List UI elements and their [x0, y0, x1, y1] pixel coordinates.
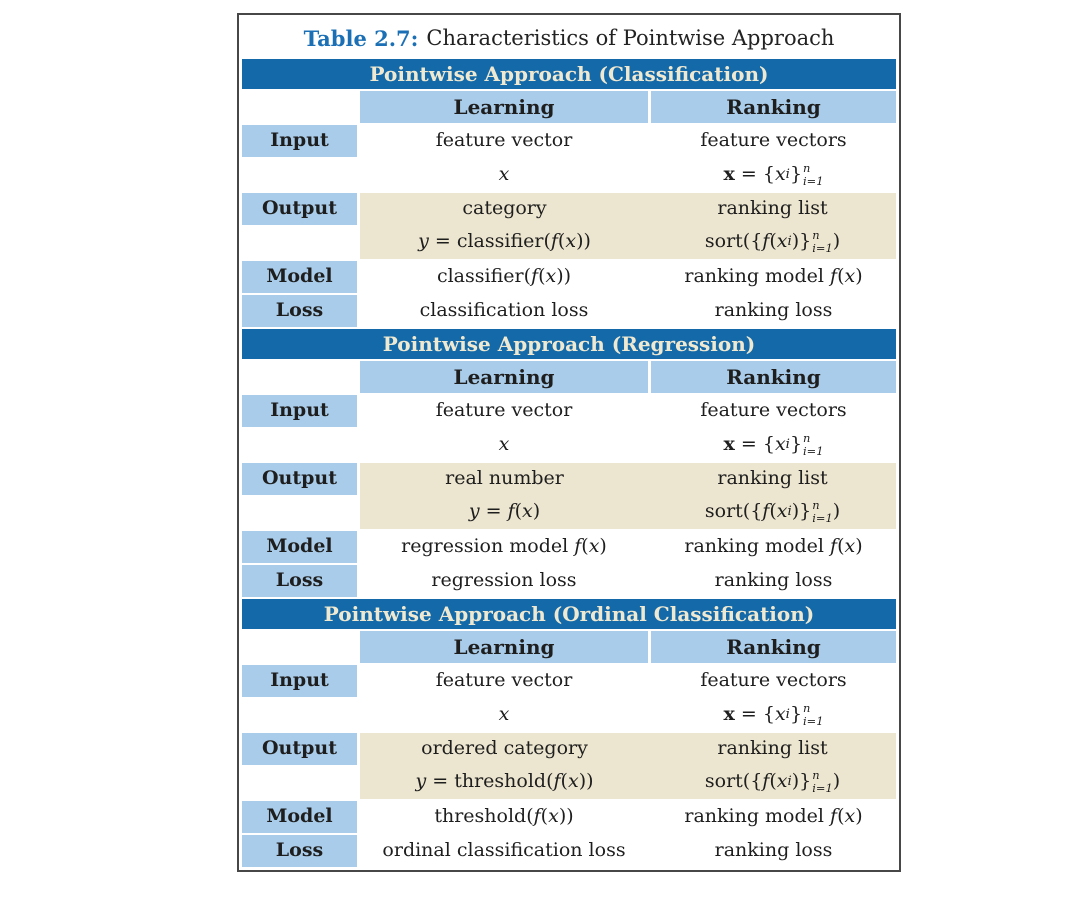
spacer-cell: [242, 767, 357, 799]
table-caption-number: Table 2.7:: [303, 25, 419, 51]
row-label-model: Model: [242, 801, 357, 833]
spacer-cell: [242, 429, 357, 461]
cell-output-formula-learning: y = classifier(f(x)): [418, 230, 591, 253]
section-grid: Learning Ranking Input feature vector fe…: [242, 361, 896, 597]
cell-model-ranking: ranking model f(x): [684, 805, 863, 828]
cell-input-ranking: feature vectors: [700, 399, 847, 422]
section-band: Pointwise Approach (Regression): [242, 329, 896, 359]
cell-input-learning: feature vector: [435, 669, 573, 692]
spacer-cell: [242, 91, 357, 123]
cell-input-formula-learning: x: [498, 703, 510, 726]
cell-input-ranking: feature vectors: [700, 669, 847, 692]
cell-output-ranking: ranking list: [717, 737, 828, 760]
spacer-cell: [242, 699, 357, 731]
cell-loss-learning: regression loss: [431, 569, 577, 592]
table-caption: Table 2.7: Characteristics of Pointwise …: [242, 17, 896, 59]
cell-loss-ranking: ranking loss: [714, 299, 833, 322]
cell-output-formula-learning: y = f(x): [468, 500, 541, 523]
column-header-learning: Learning: [360, 361, 648, 393]
column-header-learning: Learning: [360, 631, 648, 663]
row-label-loss: Loss: [242, 835, 357, 867]
cell-input-learning: feature vector: [435, 399, 573, 422]
spacer-cell: [242, 227, 357, 259]
column-header-learning: Learning: [360, 91, 648, 123]
spacer-cell: [242, 631, 357, 663]
row-label-output: Output: [242, 733, 357, 765]
row-label-input: Input: [242, 665, 357, 697]
cell-loss-ranking: ranking loss: [714, 569, 833, 592]
cell-input-ranking: feature vectors: [700, 129, 847, 152]
cell-model-learning: regression model f(x): [401, 535, 607, 558]
row-label-output: Output: [242, 193, 357, 225]
cell-output-learning: category: [462, 197, 547, 220]
column-header-ranking: Ranking: [651, 91, 896, 123]
cell-model-learning: threshold(f(x)): [434, 805, 574, 828]
output-block: ordered category ranking list y = thresh…: [360, 733, 896, 799]
section-ordinal-classification: Pointwise Approach (Ordinal Classificati…: [242, 599, 896, 867]
spacer-cell: [242, 497, 357, 529]
output-block: category ranking list y = classifier(f(x…: [360, 193, 896, 259]
cell-model-ranking: ranking model f(x): [684, 535, 863, 558]
section-grid: Learning Ranking Input feature vector fe…: [242, 631, 896, 867]
cell-loss-learning: ordinal classification loss: [382, 839, 626, 862]
row-label-output: Output: [242, 463, 357, 495]
cell-output-ranking: ranking list: [717, 467, 828, 490]
cell-input-learning: feature vector: [435, 129, 573, 152]
cell-output-learning: real number: [445, 467, 564, 490]
cell-output-formula-learning: y = threshold(f(x)): [415, 770, 594, 793]
output-block: real number ranking list y = f(x) sort({…: [360, 463, 896, 529]
cell-model-ranking: ranking model f(x): [684, 265, 863, 288]
cell-model-learning: classifier(f(x)): [436, 265, 572, 288]
section-grid: Learning Ranking Input feature vector fe…: [242, 91, 896, 327]
row-label-loss: Loss: [242, 295, 357, 327]
row-label-model: Model: [242, 531, 357, 563]
section-regression: Pointwise Approach (Regression) Learning…: [242, 329, 896, 597]
row-label-input: Input: [242, 125, 357, 157]
spacer-cell: [242, 159, 357, 191]
cell-loss-learning: classification loss: [419, 299, 589, 322]
cell-input-formula-learning: x: [498, 433, 510, 456]
column-header-ranking: Ranking: [651, 361, 896, 393]
cell-loss-ranking: ranking loss: [714, 839, 833, 862]
cell-output-ranking: ranking list: [717, 197, 828, 220]
section-band: Pointwise Approach (Classification): [242, 59, 896, 89]
cell-output-learning: ordered category: [421, 737, 588, 760]
cell-input-formula-learning: x: [498, 163, 510, 186]
section-classification: Pointwise Approach (Classification) Lear…: [242, 59, 896, 327]
row-label-loss: Loss: [242, 565, 357, 597]
table: Table 2.7: Characteristics of Pointwise …: [237, 13, 901, 872]
section-band: Pointwise Approach (Ordinal Classificati…: [242, 599, 896, 629]
table-caption-text: Characteristics of Pointwise Approach: [426, 26, 835, 50]
spacer-cell: [242, 361, 357, 393]
row-label-input: Input: [242, 395, 357, 427]
row-label-model: Model: [242, 261, 357, 293]
column-header-ranking: Ranking: [651, 631, 896, 663]
